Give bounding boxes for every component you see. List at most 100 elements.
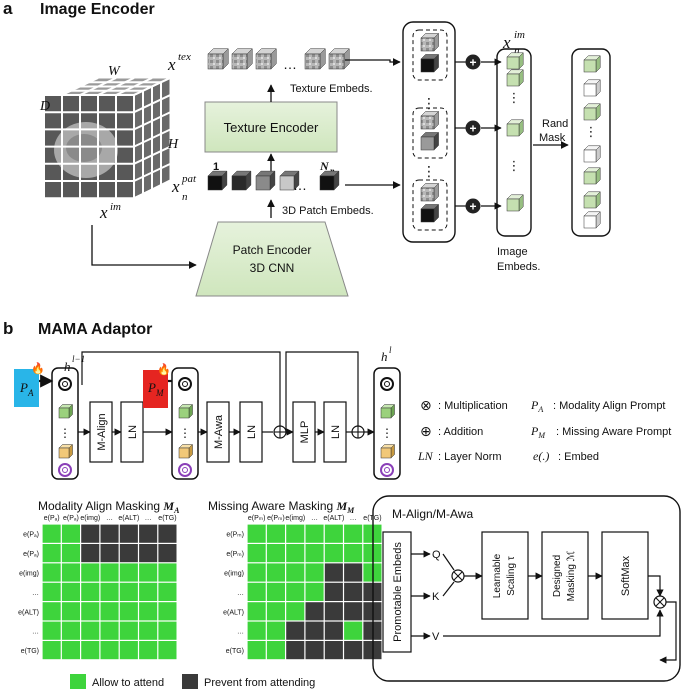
x-im-label: x [99,203,108,222]
green-token-icon [178,403,194,419]
mask-cell-allow [42,524,61,543]
stack-pair-groups [412,29,448,231]
tex-ellipsis: … [283,56,297,72]
mask-cell-allow [42,582,61,601]
mask-cell-prevent [286,641,305,660]
mask-cell-allow [266,582,285,601]
mask-row-label: e(Pₘ) [226,551,244,558]
mask-cell-prevent [324,582,343,601]
legend-text-3: : Modality Align Prompt [553,400,666,412]
mask-right-title: Missing Aware Masking MM [208,499,355,515]
mask-cell-allow [266,621,285,640]
q-to-mult [442,553,455,571]
mask-cell-prevent [158,544,177,563]
mask-cell-prevent [158,524,177,543]
rand-mask-line2: Mask [539,132,566,144]
mask-col-label: e(Pₘ) [248,515,266,522]
mask-cell-allow [100,621,119,640]
pa-flame-icon: 🔥 [31,362,45,375]
panel-a-letter: a [3,0,13,18]
legend-text-1: : Addition [438,426,483,438]
stack-texture-cube [420,110,440,130]
legend-symbol-4: PM [530,424,546,440]
legend-text-4: : Missing Aware Prompt [556,426,671,438]
image-embeds-line2: Embeds. [497,261,540,273]
m-awa-label: M-Awa [213,414,225,449]
mask-cell-allow [119,563,138,582]
mask-cell-allow [247,602,266,621]
mask-row-label: … [237,629,244,636]
masked-embed-cube [583,79,601,97]
legend-symbol-2: LN [417,449,434,463]
mask-cell-allow [266,544,285,563]
mask-cell-allow [81,621,100,640]
mask-cell-allow [247,563,266,582]
mask-cell-prevent [286,621,305,640]
k-to-mult [442,581,455,597]
h-prev-label: h [64,359,71,374]
residual-path-2 [285,351,359,432]
mask-cell-allow [42,544,61,563]
mask-cell-allow [61,641,80,660]
pa-sub: A [27,388,34,398]
mask-cell-allow [286,524,305,543]
mask-cell-allow [139,621,158,640]
mask-cell-allow [81,582,100,601]
stack-pair-box [412,29,448,81]
mask-cell-allow [42,563,61,582]
image-embed-cube [506,194,524,212]
patch-cube [207,170,228,191]
token-column-output-items: ⋮ [380,377,396,477]
q-label: Q [432,549,441,561]
cube-dim-h: H [167,137,179,152]
addition-nodes: +++ [455,54,502,214]
image-embed-cube [506,69,524,87]
stack-texture-cube [420,182,440,202]
stack-texture-cube [420,32,440,52]
purple-token-icon [380,463,394,477]
modality-align-mask-grid: e(Pₐ)e(Pₐ)e(img)…e(ALT)…e(TG)e(Pₐ)e(Pₐ)e… [18,515,177,660]
token-dots: ⋮ [59,426,71,440]
texture-cube [231,48,253,70]
texture-cube [304,48,326,70]
k-label: K [432,591,440,603]
v-label: V [432,631,440,643]
ln-label-3: LN [330,425,342,439]
x-n-im-sup: im [514,29,525,41]
mask-cell-allow [305,582,324,601]
patch-encoder-box [195,221,349,297]
residual-path-1 [81,351,281,432]
x-n-im-sub: n [514,45,520,57]
stack-pair-box [412,107,448,159]
stack-patch-cube [420,53,440,73]
stack-dots-2: ⋮ [422,163,436,179]
panel-b-title: MAMA Adaptor [38,321,152,338]
mask-cell-allow [247,641,266,660]
mask-cell-allow [61,524,80,543]
mask-cell-allow [344,544,363,563]
mask-cell-prevent [344,602,363,621]
x-tex-label: x [167,55,176,74]
mask-row-label: … [32,629,39,636]
x-n-im-label: x [502,33,511,52]
mask-row-label: e(img) [224,571,244,578]
plus-symbol: + [469,56,476,70]
token-dots: ⋮ [179,426,191,440]
token-dots: ⋮ [381,426,393,440]
mask-left-title: Modality Align Masking MA [38,499,180,515]
mask-cell-allow [286,582,305,601]
mask-cell-allow [81,641,100,660]
panel-a-title: Image Encoder [40,1,155,18]
purple-token-icon [178,463,192,477]
img-embed-dots-2: ⋮ [508,158,521,173]
operator-legend: ⊗ : Multiplication ⊕ : Addition LN : Lay… [417,397,671,463]
arrow-v-mult [443,609,664,637]
softmax-label: SoftMax [620,555,632,596]
legend-text-5: : Embed [558,451,599,463]
mask-cell-allow [100,582,119,601]
green-token-icon [380,403,396,419]
arrow-tex-to-stack [345,58,401,66]
mask-cell-prevent [305,621,324,640]
patch-cube [279,170,300,191]
arrow-output [659,601,677,664]
